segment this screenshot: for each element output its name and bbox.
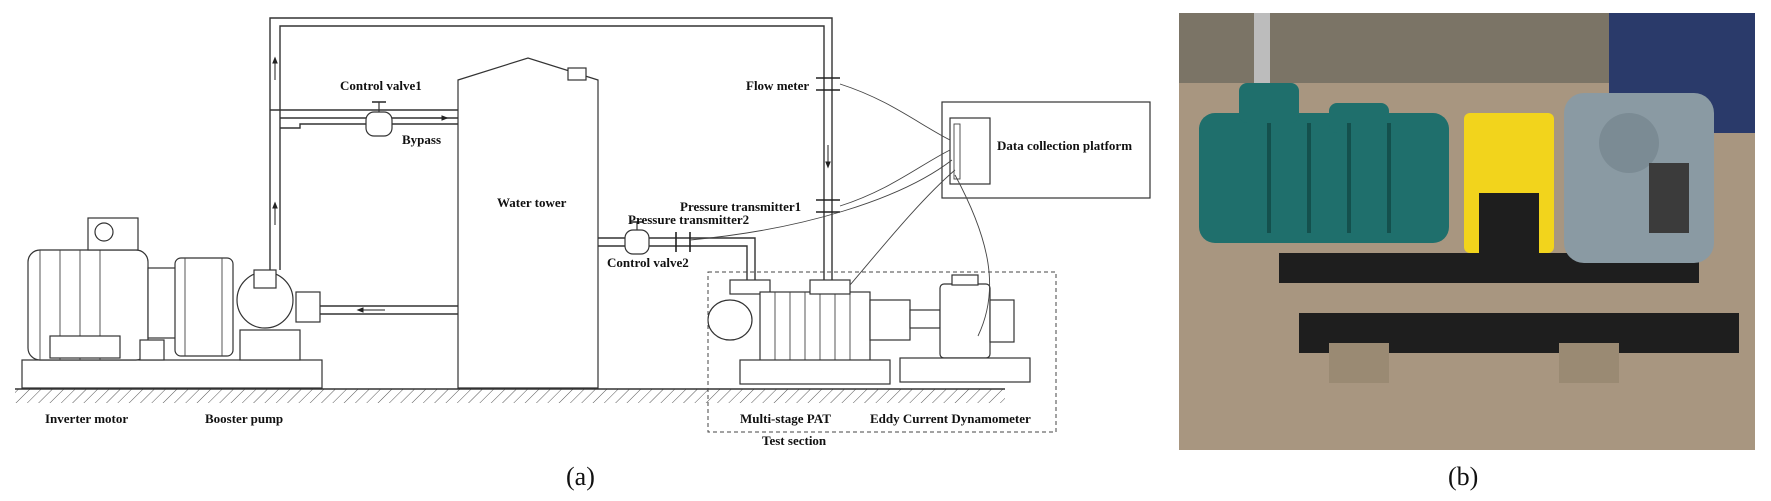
pressure-transmitter1-symbol [816, 199, 840, 213]
label-pressure-transmitter2: Pressure transmitter2 [628, 212, 749, 227]
pressure-transmitter2-symbol [675, 232, 691, 252]
piping [269, 17, 833, 315]
label-test-section: Test section [762, 433, 827, 448]
caption-a: (a) [566, 462, 595, 491]
multi-stage-pat [707, 279, 911, 385]
label-booster-pump: Booster pump [205, 411, 283, 426]
label-inverter-motor: Inverter motor [45, 411, 128, 426]
label-water-tower: Water tower [497, 195, 567, 210]
inverter-motor [21, 217, 323, 389]
flow-meter-symbol [816, 77, 840, 91]
control-valve1-symbol [365, 101, 393, 137]
test-section-boundary [707, 271, 1057, 433]
label-bypass: Bypass [402, 132, 441, 147]
booster-pump [174, 257, 321, 361]
data-collection-platform [941, 101, 1151, 199]
label-pressure-transmitter1: Pressure transmitter1 [680, 199, 801, 214]
water-tower [457, 57, 599, 389]
caption-b: (b) [1448, 462, 1478, 491]
eddy-current-dynamometer [899, 274, 1031, 383]
label-flow-meter: Flow meter [746, 78, 809, 93]
label-multi-stage-pat: Multi-stage PAT [740, 411, 831, 426]
label-control-valve2: Control valve2 [607, 255, 689, 270]
label-data-collection-platform: Data collection platform [997, 138, 1132, 153]
ground [15, 388, 1005, 403]
control-valve2-symbol [624, 221, 650, 255]
label-control-valve1: Control valve1 [340, 78, 422, 93]
test-rig-photo [1179, 13, 1755, 450]
label-eddy-current-dynamometer: Eddy Current Dynamometer [870, 411, 1031, 426]
signal-cables [689, 83, 991, 337]
